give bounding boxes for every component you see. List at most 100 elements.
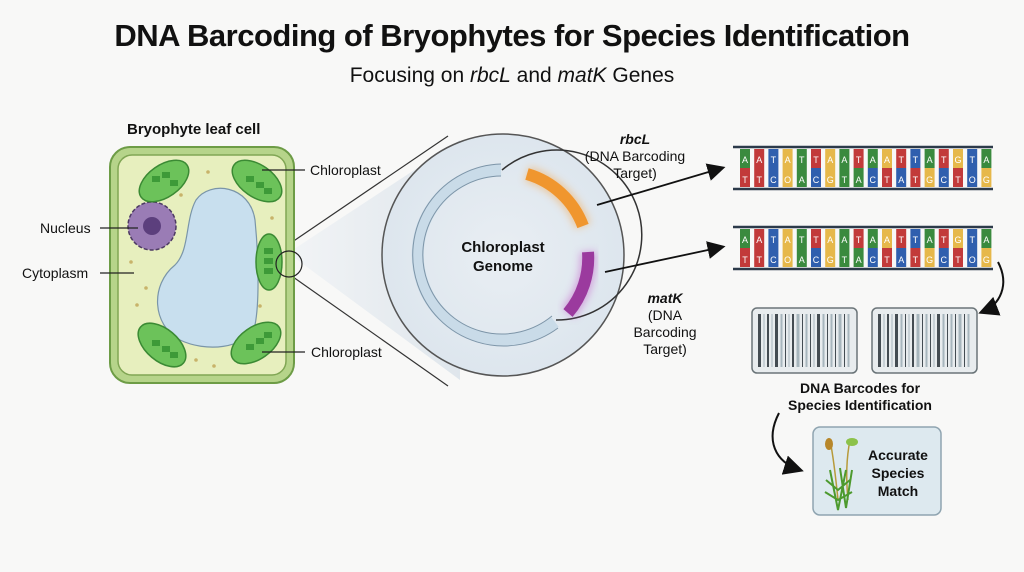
base-letter: G: [926, 255, 933, 265]
base-letter: A: [799, 255, 805, 265]
base-bottom: [796, 168, 807, 187]
zoom-line-top: [275, 135, 449, 254]
base-letter: T: [969, 155, 975, 165]
rbcl-label: rbcL (DNA Barcoding Target): [575, 131, 695, 182]
genome-label-line1: Chloroplast: [461, 239, 545, 256]
base-letter: T: [842, 255, 848, 265]
base-bottom: [768, 248, 779, 267]
barcodes-label-line2: Species Identification: [788, 397, 932, 413]
genome-light-arc: [411, 164, 559, 346]
base-top: [910, 149, 921, 168]
base-letter: C: [870, 175, 877, 185]
base-top: [782, 149, 793, 168]
barcode-bar: [925, 314, 928, 367]
subtitle-middle: and: [510, 64, 558, 87]
barcode-bar: [810, 314, 811, 367]
barcode-bar: [844, 314, 845, 367]
base-bottom: [981, 168, 992, 187]
base-letter: G: [926, 175, 933, 185]
base-bottom: [811, 168, 821, 187]
base-letter: G: [827, 175, 834, 185]
base-letter: T: [856, 235, 862, 245]
base-bottom: [896, 248, 907, 267]
base-bottom: [754, 248, 765, 267]
base-top: [924, 229, 935, 248]
base-bottom: [768, 168, 779, 187]
base-bottom: [754, 168, 765, 187]
base-letter: C: [770, 255, 777, 265]
base-bottom: [825, 168, 836, 187]
base-bottom: [740, 248, 750, 267]
barcode-bar: [805, 314, 808, 367]
base-top: [882, 149, 892, 168]
barcode-bar: [780, 314, 783, 367]
barcode-bar: [792, 314, 794, 367]
base-letter: T: [742, 255, 748, 265]
barcode-bar: [967, 314, 970, 367]
zoom-line-bottom: [275, 264, 449, 387]
base-bottom: [853, 168, 864, 187]
base-letter: T: [756, 175, 762, 185]
barcode-bar: [767, 314, 769, 367]
base-letter: T: [771, 155, 777, 165]
barcode-bar: [937, 314, 940, 367]
base-letter: C: [941, 255, 948, 265]
base-letter: T: [913, 235, 919, 245]
barcode-bar: [822, 314, 825, 367]
base-letter: A: [827, 235, 833, 245]
base-letter: A: [927, 155, 933, 165]
base-letter: T: [941, 235, 947, 245]
base-bottom: [882, 168, 892, 187]
base-letter: A: [884, 235, 890, 245]
base-bottom: [967, 168, 978, 187]
base-top: [953, 149, 963, 168]
rbcl-desc-line1: (DNA Barcoding: [584, 148, 686, 164]
base-letter: T: [884, 255, 890, 265]
barcode-bar: [930, 314, 931, 367]
base-letter: T: [799, 155, 805, 165]
base-letter: C: [941, 175, 948, 185]
barcode-bar: [942, 314, 945, 367]
base-letter: G: [983, 255, 990, 265]
base-bottom: [924, 248, 935, 267]
base-letter: A: [756, 155, 762, 165]
base-letter: T: [913, 255, 919, 265]
base-letter: G: [983, 175, 990, 185]
cell-heading: Bryophyte leaf cell: [127, 121, 261, 138]
base-top: [740, 149, 750, 168]
base-top: [867, 149, 878, 168]
result-label: Accurate Species Match: [860, 446, 936, 500]
bryophyte-cell: [109, 146, 303, 384]
chloroplasts: [137, 159, 283, 368]
base-bottom: [782, 168, 793, 187]
base-top: [967, 149, 978, 168]
matk-desc-line1: (DNA: [647, 307, 683, 323]
base-letter: A: [927, 235, 933, 245]
subtitle-prefix: Focusing on: [349, 64, 470, 87]
base-top: [754, 229, 765, 248]
base-letter: A: [983, 155, 989, 165]
barcode-bar: [891, 314, 893, 367]
base-bottom: [938, 248, 949, 267]
base-letter: T: [955, 175, 961, 185]
result-line2: Species: [871, 465, 925, 481]
base-top: [938, 149, 949, 168]
base-letter: O: [969, 175, 976, 185]
cytoplasm-granules: [129, 170, 274, 368]
chloroplast-top-label: Chloroplast: [310, 162, 381, 178]
base-letter: A: [841, 155, 847, 165]
barcode-bar: [900, 314, 903, 367]
base-letter: T: [813, 155, 819, 165]
base-letter: A: [742, 235, 748, 245]
base-letter: O: [784, 175, 791, 185]
barcode-card: [751, 307, 858, 374]
base-letter: C: [770, 175, 777, 185]
base-bottom: [839, 168, 850, 187]
base-letter: A: [870, 235, 876, 245]
base-bottom: [910, 248, 921, 267]
base-letter: C: [813, 175, 820, 185]
result-line1: Accurate: [868, 447, 928, 463]
base-bottom: [967, 248, 978, 267]
